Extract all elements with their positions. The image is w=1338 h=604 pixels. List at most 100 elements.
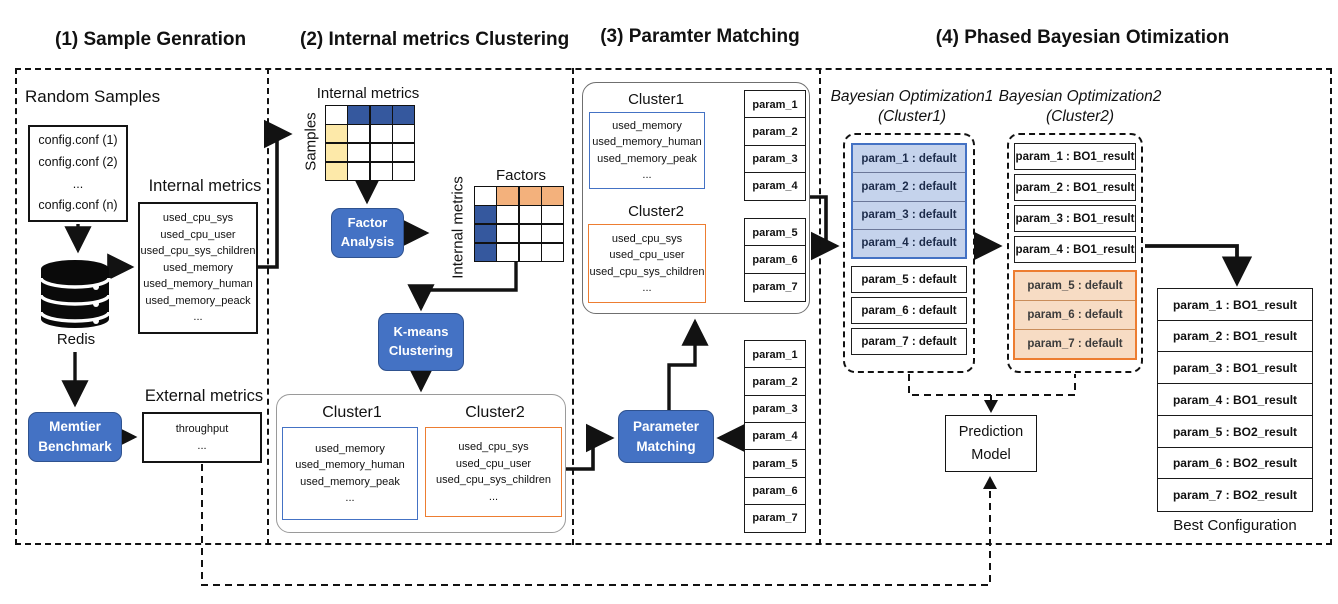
phase4-title: (4) Phased Bayesian Otimization [935,27,1230,48]
cluster1-metric: used_memory [315,442,385,455]
config-line: ... [72,176,84,191]
final-config-row: param_5 : BO2_result [1157,414,1313,449]
cluster2-metric: used_cpu_user [455,457,532,470]
factor-line1: Factor [347,215,388,231]
config-line: config.conf (2) [38,154,118,169]
final-config-row: param_1 : BO1_result [1157,288,1313,322]
param-cell: param_2 [744,367,806,397]
phase2-title: (2) Internal metrics Clustering [300,29,570,50]
bo2-title: Bayesian Optimization2 [998,88,1162,105]
matrix-cell-blue [475,243,496,262]
matrix-cell-white [542,224,564,243]
redis-label: Redis [56,331,96,348]
bo2-result-row: param_3 : BO1_result [1014,205,1136,232]
matrix-cell-white [542,243,564,262]
param-cell: param_4 [744,171,806,201]
config-line: config.conf (n) [38,198,118,213]
internal-metric: used_memory_human [143,278,253,291]
bo1-box [843,133,975,373]
external-metric: throughput [175,423,229,435]
matrix-cell-white [393,124,415,143]
param-cell: param_7 [744,503,806,533]
bo2-result-row: param_4 : BO1_result [1014,236,1136,263]
matrix-cell-white [519,224,541,243]
factors-matrix-title: Factors [495,167,546,184]
matrix-cell-blue [475,224,496,243]
matrix-cell-white [348,162,370,181]
matrix-cell-white [393,162,415,181]
config-box: config.conf (1)config.conf (2)...config.… [28,125,128,222]
final-config-row: param_7 : BO2_result [1157,478,1313,512]
matrix-cell-white [370,162,392,181]
param-cell: param_1 [744,340,806,369]
cluster1-metric: used_memory_human [295,459,405,471]
prediction-model-box: Prediction Model [945,415,1037,472]
samples-axis-label: Samples [302,112,320,171]
memtier-line2: Benchmark [38,439,112,454]
matrix-cell-yellow [326,162,347,181]
internal-metric: used_memory_peack [145,294,251,307]
cluster2-metric: used_cpu_sys_children [589,265,705,278]
matrix-cell-white [497,205,519,224]
phase3-title: (3) Paramter Matching [600,26,800,47]
cluster2-metric: ... [488,490,499,503]
matrix-cell-orange [497,187,519,205]
matrix-cell-white [348,143,370,162]
bo1-title: Bayesian Optimization1 [830,88,994,105]
factor-analysis-box: Factor Analysis [331,208,404,258]
samples-matrix [325,105,416,182]
matrix-cell-yellow [326,143,347,162]
matrix-cell-white [542,205,564,224]
random-samples-label: Random Samples [25,87,161,106]
cluster1-title-p2: Cluster1 [322,404,382,421]
memtier-benchmark-box: Memtier Benchmark [28,412,122,462]
phase1-title: (1) Sample Genration [55,29,247,50]
matrix-cell-blue [348,106,370,124]
param-cell: param_2 [744,117,806,147]
cluster2-metric: used_cpu_sys_children [436,474,551,486]
matrix-cell-white [370,143,392,162]
matrix-cell-white [326,106,347,124]
outer-frame [15,68,1332,545]
final-config-row: param_3 : BO1_result [1157,351,1313,385]
samples-matrix-title: Internal metrics [316,85,420,102]
matrix-cell-white [497,243,519,262]
matrix-cell-white [519,205,541,224]
param-cell: param_5 [744,449,806,479]
memtier-line1: Memtier [49,419,101,435]
separator-phase3-4 [819,68,821,545]
matrix-cell-white [519,243,541,262]
external-metrics-box: throughput... [142,412,262,463]
bo1-fixed-row: param_3 : default [853,200,965,229]
bo2-fixed-row: param_7 : default [1015,329,1135,358]
kmeans-clustering-box: K-means Clustering [378,313,464,371]
cluster1-metric: used_memory [612,119,682,132]
matrix-cell-white [475,187,496,205]
cluster2-items-p2: used_cpu_sys used_cpu_user used_cpu_sys_ch… [426,428,561,516]
bo2-result-row: param_1 : BO1_result [1014,143,1136,170]
cluster2-metric: used_cpu_sys [458,441,529,453]
param-cell: param_3 [744,144,806,174]
matrix-cell-orange [542,187,564,205]
internal-metric: used_cpu_user [160,228,236,241]
bo2-fixed-row: param_5 : default [1027,280,1123,292]
internal-metric: used_memory [163,261,233,274]
config-lines: config.conf (1)config.conf (2)...config.… [30,127,126,220]
bo1-fixed-row: param_4 : default [853,228,965,257]
bo1-free-row: param_5 : default [851,266,967,293]
factor-line2: Analysis [340,234,395,249]
cluster2-title-p3: Cluster2 [628,203,684,220]
kmeans-line2: Clustering [388,343,454,358]
cluster1-metric: used_memory_peak [300,475,400,488]
prediction-line1: Prediction [958,424,1024,441]
